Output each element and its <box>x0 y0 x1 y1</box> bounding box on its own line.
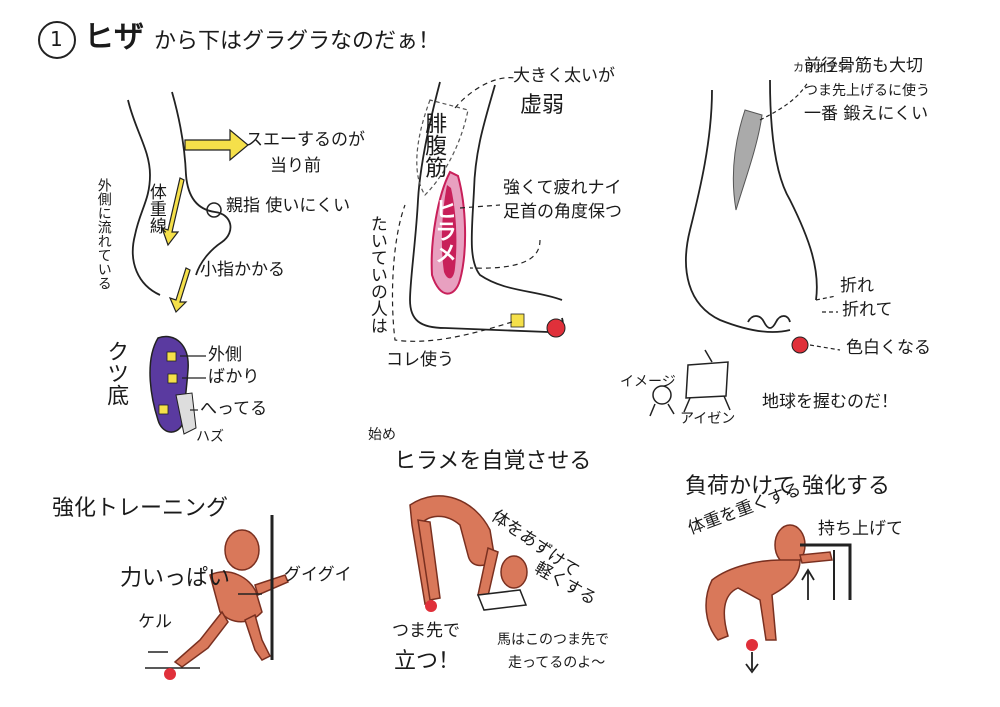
toe-red-marker <box>792 337 808 353</box>
tiptoe-label: つま先で <box>392 623 460 641</box>
weak-label: 虚弱 <box>520 94 564 117</box>
horse-label: 馬はこのつま先で <box>497 633 609 648</box>
sole-outer-label: 外側 <box>208 347 242 365</box>
kick-label: ケル <box>138 614 172 632</box>
title-rest: から下はグラグラなのだぁ！ <box>154 30 440 53</box>
sole-label: クツ底 <box>104 340 127 430</box>
most-people-label: たいていの人は <box>367 215 385 345</box>
sole-only-label: ばかり <box>208 369 259 387</box>
toe-marker <box>547 319 565 337</box>
floor-marker <box>164 668 176 680</box>
lift-toes-label: つま先上げるに使う <box>804 84 930 99</box>
big-thick-label: 大きく太いが <box>513 68 615 86</box>
push-label: グイグイ <box>284 567 352 585</box>
little-toe-arrow <box>170 268 190 312</box>
sole-worn-label: へってる <box>200 401 267 419</box>
lift-label: 持ち上げて <box>818 521 903 539</box>
strong-label: 強くて疲れナイ <box>503 180 622 198</box>
bend1-label: 折れ <box>840 278 874 296</box>
down-arrow <box>746 652 758 672</box>
natural-label: 当り前 <box>270 158 321 176</box>
stand-label: 立つ！ <box>394 650 460 673</box>
gastrocnemius-label: 腓腹筋 <box>422 112 445 202</box>
title-number: 1 <box>50 29 63 50</box>
tibialis-label: 前径骨筋も大切 <box>804 58 923 76</box>
heel-marker <box>746 639 758 651</box>
little-toe-label: 小指かかる <box>200 262 285 280</box>
bend2-label: 折れて <box>842 302 893 320</box>
eisen-label: アイゼン <box>680 412 735 427</box>
tibialis-shading <box>733 110 762 210</box>
hardest-label: 一番 鍛えにくい <box>804 106 928 124</box>
train-label: 強化トレーニング <box>52 497 228 520</box>
horse2-label: 走ってるのよ～ <box>508 656 605 671</box>
aware-label: ヒラメを自覚させる <box>394 450 591 473</box>
figure-bending <box>410 496 527 604</box>
grip-earth-label: 地球を握むのだ！ <box>762 394 898 412</box>
figure-lifting <box>706 525 832 640</box>
pale-label: 色白くなる <box>846 340 931 358</box>
use-this-label: コレ使う <box>386 352 454 370</box>
soleus-label: ヒラメ <box>432 198 455 278</box>
sole-should-label: ハズ <box>196 430 224 445</box>
sway-arrow <box>185 130 248 160</box>
tiptoe-marker <box>425 600 437 612</box>
sway-label: スエーするのが <box>246 132 365 150</box>
ball-marker <box>511 314 524 327</box>
start-label: 始め <box>368 428 396 443</box>
title-main: ヒザ <box>84 22 144 54</box>
image-label: イメージ <box>620 375 676 390</box>
lift-arrow <box>802 570 814 600</box>
power-label: 力いっぱい <box>120 567 230 590</box>
big-toe-label: 親指 使いにくい <box>226 198 350 216</box>
ankle-label: 足首の角度保つ <box>503 204 622 222</box>
weight-line-label: 体重線 <box>146 183 164 263</box>
outer-flow-label: 外側に流れている <box>96 178 111 298</box>
